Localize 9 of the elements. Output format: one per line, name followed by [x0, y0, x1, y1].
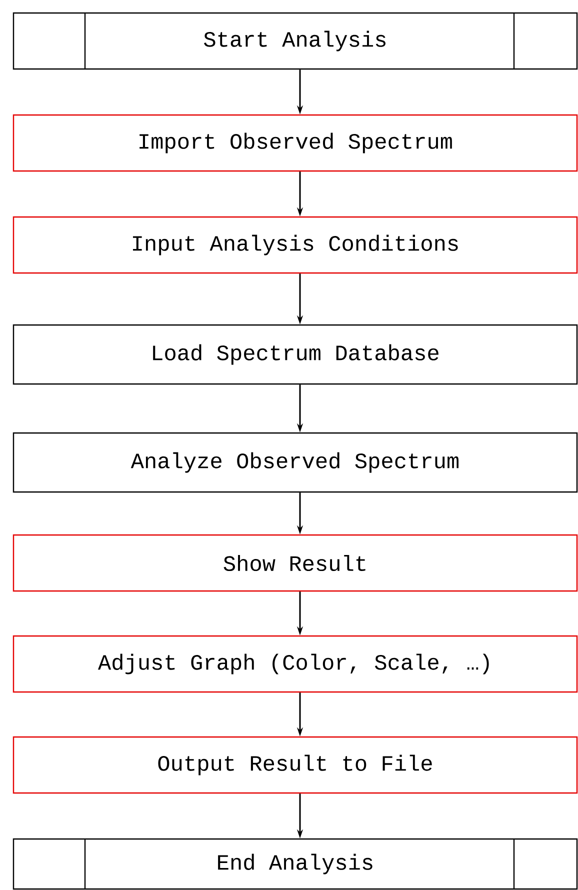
process-box: Import Observed Spectrum: [12, 114, 578, 172]
process-box: Input Analysis Conditions: [12, 216, 578, 274]
process-box: Output Result to File: [12, 736, 578, 794]
terminal-box: End Analysis: [12, 838, 578, 890]
process-box: Adjust Graph (Color, Scale, …): [12, 635, 578, 693]
process-box: Load Spectrum Database: [12, 324, 578, 385]
process-box: Analyze Observed Spectrum: [12, 432, 578, 493]
process-box: Show Result: [12, 534, 578, 592]
terminal-box: Start Analysis: [12, 12, 578, 70]
